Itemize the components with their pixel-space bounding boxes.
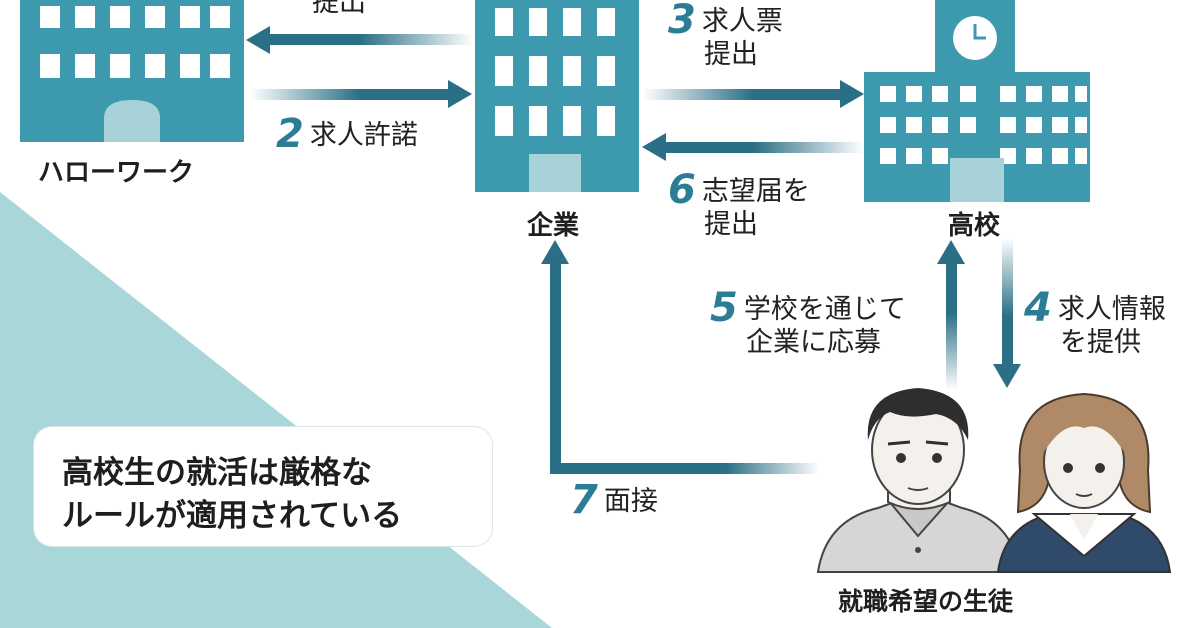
note-line-2: ルールが適用されている <box>62 498 403 534</box>
step-7-number: 7 <box>570 477 598 523</box>
school-label: 高校 <box>948 211 1001 241</box>
arrow-4-school-to-students <box>993 238 1021 388</box>
step-3-text-line1: 求人票 <box>701 6 783 37</box>
company-building-icon <box>475 0 639 192</box>
company-label: 企業 <box>527 211 580 241</box>
step-3-number: 3 <box>668 0 696 43</box>
school-building-icon <box>864 0 1090 202</box>
step-1-text: 提出 <box>312 0 366 18</box>
hellowork-building-icon <box>20 0 244 142</box>
step-1-label: 提出 <box>312 0 366 19</box>
step-5-text-line1: 学校を通じて <box>743 294 906 325</box>
arrow-7-students-to-company <box>541 240 820 474</box>
step-4-text-line1: 求人情 <box>1057 294 1139 325</box>
step-3-text-line2: 提出 <box>704 39 758 70</box>
arrow-2-hellowork-to-company <box>250 80 472 108</box>
students-label: 就職希望の生徒 <box>838 587 1014 616</box>
arrow-6-school-to-company <box>642 133 864 161</box>
step-5-number: 5 <box>710 285 738 331</box>
note-line-1: 高校生の就活は厳格な <box>62 455 372 491</box>
step-4-text-line1b: 報 <box>1138 294 1166 325</box>
arrow-5-students-to-school <box>937 240 965 390</box>
step-2-number: 2 <box>276 111 304 157</box>
arrow-1-company-to-hellowork <box>246 26 473 54</box>
step-4-number: 4 <box>1024 285 1052 331</box>
note-box: 高校生の就活は厳格な ルールが適用されている <box>34 427 492 546</box>
step-2-text: 求人許諾 <box>309 120 418 151</box>
step-4-text-line2: を提供 <box>1060 327 1141 358</box>
step-6-number: 6 <box>668 167 696 213</box>
arrow-3-company-to-school <box>643 80 864 108</box>
step-6-text-line2: 提出 <box>704 209 758 240</box>
female-student-illustration <box>996 392 1172 573</box>
male-student-illustration <box>816 388 1022 573</box>
step-5-text-line2: 企業に応募 <box>746 327 881 358</box>
hellowork-label: ハローワーク <box>38 158 195 188</box>
step-7-text: 面接 <box>603 486 658 517</box>
step-6-text-line1: 志望届を <box>701 176 810 207</box>
